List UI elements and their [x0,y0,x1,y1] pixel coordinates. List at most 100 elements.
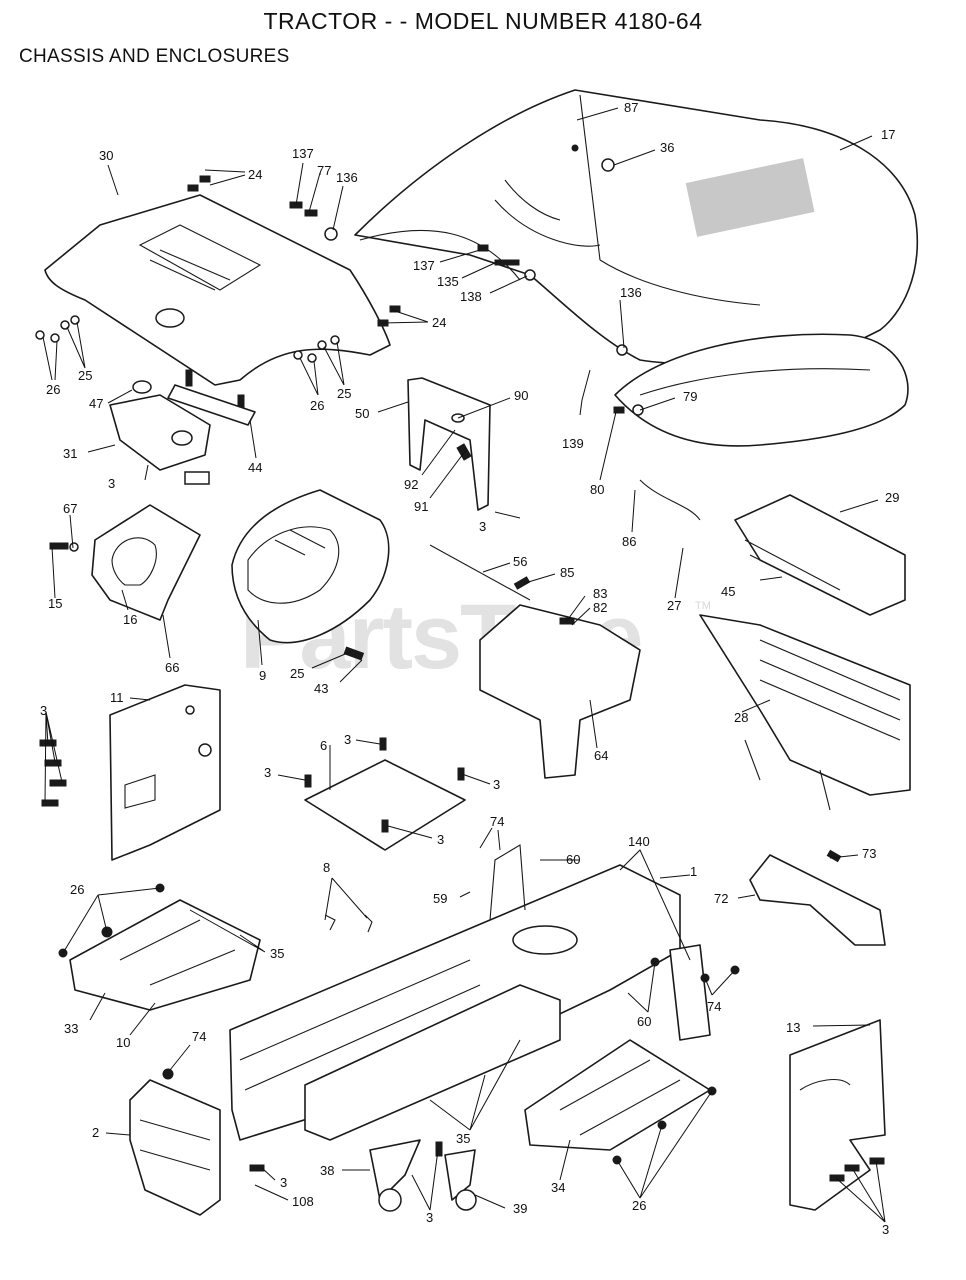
callout: 36 [660,140,674,155]
bracket-72 [749,849,886,946]
callout: 26 [310,398,324,413]
callout: 87 [624,100,638,115]
battery-tray [304,737,466,851]
main-frame [229,844,681,1141]
callout: 137 [292,146,314,161]
callout: 139 [562,436,584,451]
callout: 3 [344,732,351,747]
seat-support [429,544,641,779]
callout: 45 [721,584,735,599]
callout: 24 [432,315,446,330]
callout: 11 [110,690,124,705]
callout: 25 [78,368,92,383]
callout: 108 [292,1194,314,1209]
section-title: CHASSIS AND ENCLOSURES [19,46,290,67]
footrest-left [58,883,261,1011]
front-bumper [129,1068,265,1216]
callout: 3 [493,777,500,792]
rear-panel [734,494,906,616]
brackets-38-39 [369,1139,477,1212]
callout: 27 [667,598,681,613]
clips-8 [324,914,373,933]
callout: 60 [566,852,580,867]
callout: 74 [707,999,721,1014]
callout: 35 [456,1131,470,1146]
fender [231,489,390,661]
callout: 3 [437,832,444,847]
dash-support [109,380,211,485]
callout: 17 [881,127,895,142]
callout: 25 [290,666,304,681]
callout: 80 [590,482,604,497]
callout: 24 [248,167,262,182]
callout: 33 [64,1021,78,1036]
callout: 13 [786,1020,800,1035]
callout: 136 [620,285,642,300]
callout: 15 [48,596,62,611]
callout: 140 [628,834,650,849]
callout: 72 [714,891,728,906]
callout: 74 [490,814,504,829]
callout: 73 [862,846,876,861]
callout: 3 [426,1210,433,1225]
callout: 56 [513,554,527,569]
callout: 38 [320,1163,334,1178]
callout: 29 [885,490,899,505]
callout: 3 [108,476,115,491]
callout: 3 [882,1222,889,1237]
callout: 16 [123,612,137,627]
callout: 8 [323,860,330,875]
callout-labels: 87 36 17 30 24 137 77 136 137 135 138 13… [40,100,899,1237]
callout: 83 [593,586,607,601]
callout: 77 [317,163,331,178]
rear-frame [699,614,911,811]
callout: 2 [92,1125,99,1140]
callout: 6 [320,738,327,753]
side-panel-right [789,1019,886,1211]
callout: 1 [690,864,697,879]
callout: 47 [89,396,103,411]
callout: 3 [264,765,271,780]
callout: 25 [337,386,351,401]
leader-lines [42,107,886,1223]
watermark-trademark: TM [695,600,711,612]
callout: 9 [259,668,266,683]
callout: 34 [551,1180,565,1195]
callout: 138 [460,289,482,304]
callout: 10 [116,1035,130,1050]
callout: 59 [433,891,447,906]
callout: 67 [63,501,77,516]
callout: 50 [355,406,369,421]
callout: 91 [414,499,428,514]
callout: 74 [192,1029,206,1044]
callout: 3 [40,703,47,718]
bracket-50 [407,377,491,511]
callout: 135 [437,274,459,289]
page-title: TRACTOR - - MODEL NUMBER 4180-64 [263,8,703,34]
hood [354,89,919,365]
callout: 30 [99,148,113,163]
callout: 26 [632,1198,646,1213]
callout: 39 [513,1201,527,1216]
callout: 82 [593,600,607,615]
callout: 31 [63,446,77,461]
callout: 79 [683,389,697,404]
side-panel-left [39,684,221,861]
callout: 86 [622,534,636,549]
callout: 44 [248,460,262,475]
callout: 64 [594,748,608,763]
mounting-plate [167,384,256,426]
callout: 85 [560,565,574,580]
callout: 43 [314,681,328,696]
callout: 90 [514,388,528,403]
frame-bracket-right [650,944,740,1041]
callout: 28 [734,710,748,725]
callout: 3 [479,519,486,534]
dash-panel [44,194,391,412]
callout: 137 [413,258,435,273]
callout: 136 [336,170,358,185]
grille-nose [614,333,909,521]
steering-shroud [49,504,201,621]
